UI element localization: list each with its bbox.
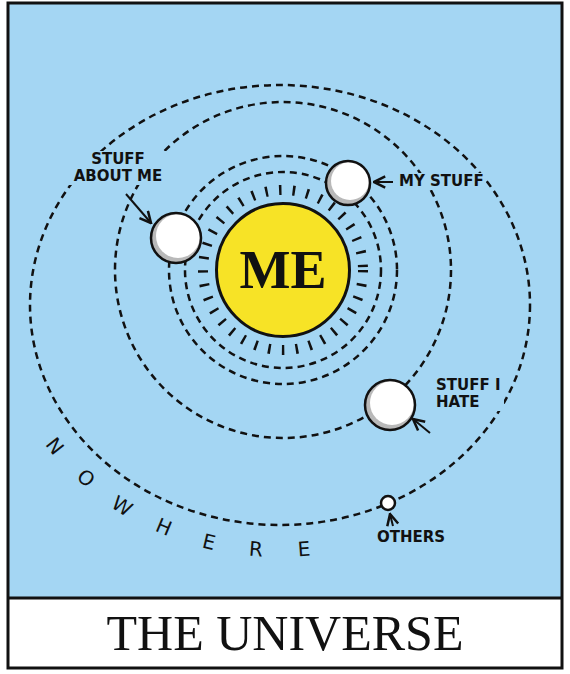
- others-label: OTHERS: [375, 529, 447, 546]
- sun-circle: ME: [215, 202, 351, 338]
- title-box: THE UNIVERSE: [8, 598, 562, 668]
- nowhere-label: NOWHERE: [20, 400, 320, 570]
- my-stuff-label: MY STUFF: [397, 173, 486, 190]
- title: THE UNIVERSE: [107, 608, 464, 658]
- stuff-i-hate-label: STUFF I HATE: [434, 377, 504, 411]
- stuff-about-me-label: STUFF ABOUT ME: [68, 151, 168, 185]
- node-label: ME: [240, 243, 327, 297]
